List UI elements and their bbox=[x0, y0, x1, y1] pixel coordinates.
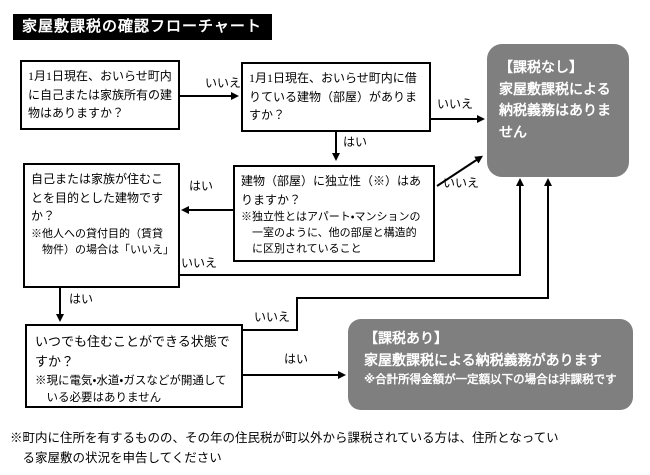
node-q3: 建物（部屋）に独立性（※）はありますか？ ※独立性とはアパート・マンションの一室… bbox=[233, 165, 435, 262]
tax-note: ※合計所得金額が一定額以下の場合は非課税です bbox=[364, 374, 617, 387]
no-tax-heading: 【課税なし】 bbox=[499, 59, 583, 75]
node-q1: 1月1日現在、おいらせ町内に自己または家族所有の建物はありますか？ bbox=[20, 60, 180, 130]
edge-label-q2-no: いいえ bbox=[437, 97, 474, 111]
edge-label-q3-yes: はい bbox=[189, 179, 214, 193]
node-q4-question: 自己または家族が住むことを目的とした建物ですか？ bbox=[31, 172, 164, 224]
node-result-tax: 【課税あり】 家屋敷課税による納税義務があります ※合計所得金額が一定額以下の場… bbox=[348, 319, 633, 410]
edge-label-q4-no: いいえ bbox=[181, 256, 218, 270]
edge-label-q5-yes: はい bbox=[284, 352, 309, 366]
no-tax-body: 家屋敷課税による納税義務はありません bbox=[499, 80, 611, 141]
tax-body: 家屋敷課税による納税義務があります bbox=[364, 351, 602, 368]
node-q3-question: 建物（部屋）に独立性（※）はありますか？ bbox=[241, 174, 422, 207]
node-result-no-tax: 【課税なし】 家屋敷課税による納税義務はありません bbox=[487, 44, 629, 177]
node-q1-question: 1月1日現在、おいらせ町内に自己または家族所有の建物はありますか？ bbox=[28, 69, 173, 121]
edge-label-q3-no: いいえ bbox=[443, 176, 480, 190]
edge-label-q5-no: いいえ bbox=[254, 310, 291, 324]
edge-label-q1-no: いいえ bbox=[205, 76, 242, 90]
node-q4-note: ※他人への貸付目的（賃貸物件）の場合は「いいえ」 bbox=[31, 227, 174, 256]
footnote: ※町内に住所を有するものの、その年の住民税が町以外から課税されている方は、住所と… bbox=[10, 431, 559, 465]
page-title: 家屋敷課税の確認フローチャート bbox=[13, 14, 272, 40]
node-q3-note: ※独立性とはアパート・マンションの一室のように、他の部屋と構造的に区別されている… bbox=[241, 211, 421, 256]
node-q5-question: いつでも住むことができる状態ですか？ bbox=[35, 334, 230, 370]
node-q2: 1月1日現在、おいらせ町内に借りている建物（部屋）がありますか？ bbox=[241, 62, 431, 132]
edge-label-q2-yes: はい bbox=[343, 135, 368, 149]
edge-label-q4-yes: はい bbox=[69, 292, 94, 306]
node-q5-note: ※現に電気・水道・ガスなどが開通している必要はありません bbox=[35, 375, 227, 404]
node-q5: いつでも住むことができる状態ですか？ ※現に電気・水道・ガスなどが開通している必… bbox=[25, 324, 243, 408]
tax-heading: 【課税あり】 bbox=[364, 330, 448, 346]
node-q2-question: 1月1日現在、おいらせ町内に借りている建物（部屋）がありますか？ bbox=[249, 71, 418, 123]
node-q4: 自己または家族が住むことを目的とした建物ですか？ ※他人への貸付目的（賃貸物件）… bbox=[23, 163, 180, 288]
